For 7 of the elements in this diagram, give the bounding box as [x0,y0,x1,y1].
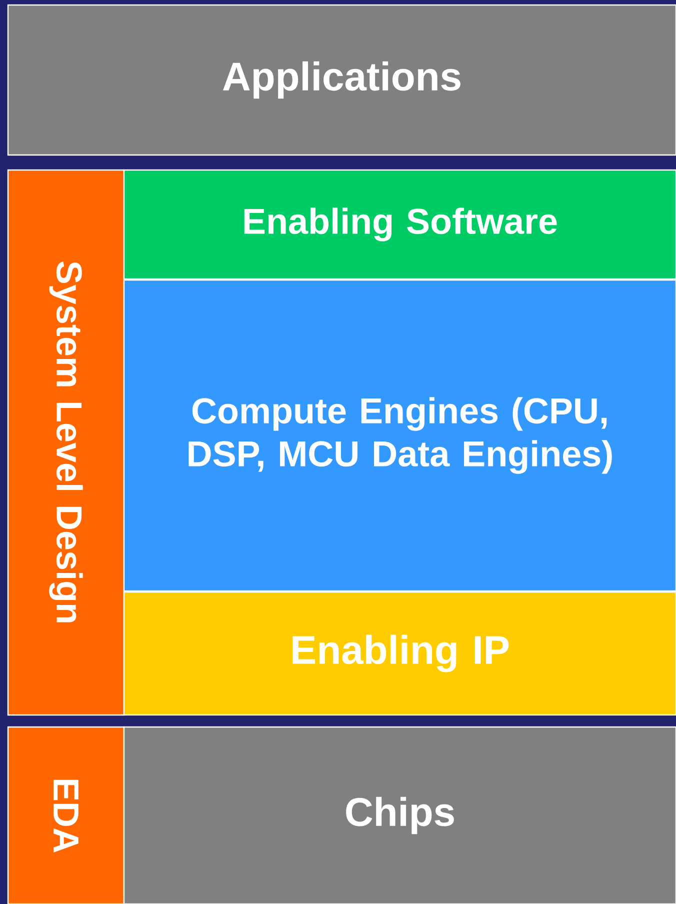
layer-box: Compute Engines (CPU, DSP, MCU Data Engines) [123,279,676,592]
side-band: EDA [7,726,125,904]
layer-box: Chips [123,726,676,904]
layer-box: Enabling IP [123,591,676,716]
layer-box: Applications [7,4,676,156]
side-band: System Level Design [7,169,125,716]
layer-box: Enabling Software [123,169,676,280]
